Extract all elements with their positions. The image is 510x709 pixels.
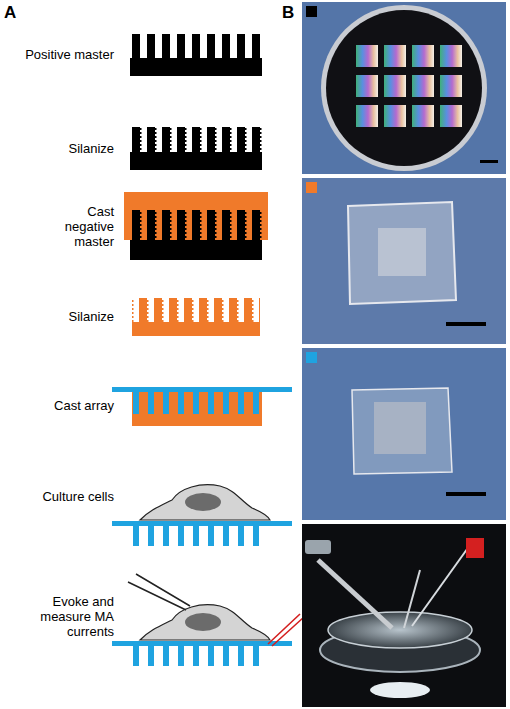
master-pillars (130, 127, 262, 153)
color-marker (306, 352, 317, 363)
photo-background (302, 348, 506, 520)
patch-pipette (128, 574, 190, 610)
pipette-holder (318, 560, 392, 628)
cell (140, 605, 270, 640)
negative-master-photo (302, 178, 506, 344)
master-base (130, 240, 262, 260)
headstage (305, 540, 331, 554)
step-label: Silanize (14, 141, 114, 156)
cell-nucleus (185, 613, 221, 631)
silane-coating (130, 210, 262, 240)
cast-array (112, 387, 292, 426)
wafer (326, 10, 482, 166)
color-marker (306, 182, 317, 193)
photo-background (302, 524, 506, 707)
step-label: Silanize (14, 309, 114, 324)
pattern-area (378, 228, 426, 276)
photo-background (302, 2, 506, 174)
culture-cells (112, 485, 292, 546)
panel-letter: B (282, 5, 302, 20)
master-pillars (130, 210, 262, 241)
array-backing (112, 641, 292, 646)
cell (140, 485, 270, 520)
negative-cast (124, 192, 268, 240)
probe (412, 545, 470, 626)
master-pillars (130, 34, 262, 59)
scale-bar (480, 160, 498, 163)
electrophysiology (112, 574, 304, 666)
photo-background (302, 178, 506, 344)
wafer-photo (302, 2, 506, 174)
array-pillars (132, 392, 260, 414)
step-label: Cast negative master (48, 204, 114, 249)
positive-master (130, 34, 262, 76)
color-marker (306, 6, 317, 17)
array-film (352, 388, 452, 474)
wafer-holder (321, 5, 487, 171)
array-pillars (132, 646, 260, 666)
cell-nucleus (185, 493, 221, 511)
silane-coating (130, 127, 262, 152)
silanized-negative-master (132, 298, 260, 336)
scale-bar (446, 322, 486, 326)
cast-negative-master (124, 192, 268, 260)
step-label: Evoke and measure MA currents (30, 594, 114, 639)
master-base (130, 58, 262, 76)
array-pillars (132, 526, 260, 546)
array-backing (112, 387, 292, 392)
negative-base (132, 322, 260, 336)
master-base (130, 152, 262, 170)
pdms-block (348, 202, 456, 304)
pillar-arrays (356, 45, 462, 127)
stimulus-probe (268, 614, 304, 646)
array-photo (302, 348, 506, 520)
silane-coating (132, 298, 260, 322)
rig-photo (302, 524, 506, 707)
dish-rim (328, 612, 472, 648)
scale-bar (446, 492, 486, 496)
light-source (370, 682, 430, 698)
array-backing (112, 521, 292, 526)
step-label: Culture cells (14, 489, 114, 504)
silanized-master (130, 127, 262, 170)
step-label: Positive master (6, 47, 114, 62)
negative-mold (132, 392, 262, 426)
pattern-area (374, 402, 426, 454)
negative-pillars (132, 298, 260, 323)
probe-holder (466, 538, 484, 558)
panel-letter: A (4, 5, 28, 20)
step-label: Cast array (14, 398, 114, 413)
